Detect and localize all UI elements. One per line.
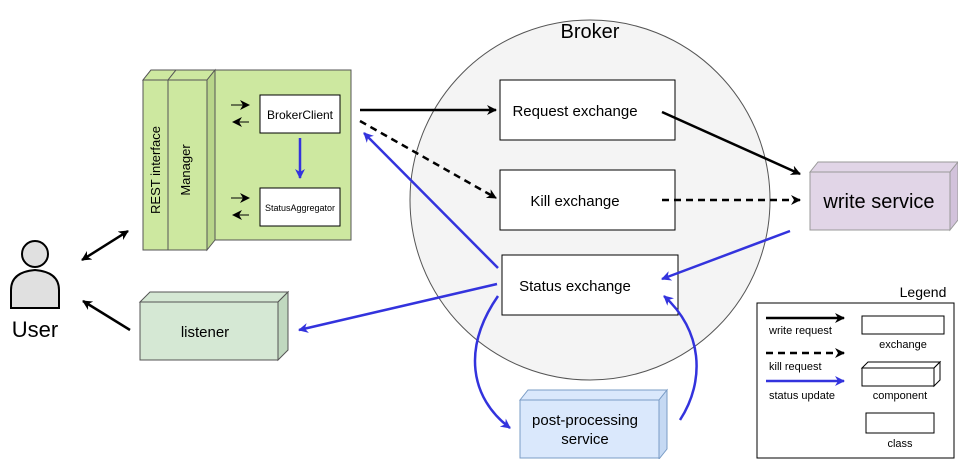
legend-class-swatch [865,412,935,434]
rest-interface-label: REST interface [148,126,163,214]
request-exchange: Request exchange [499,79,676,141]
user-actor: User [10,240,60,342]
kill-exchange-label: Kill exchange [530,193,619,210]
write-service-label: write service [822,191,934,213]
status-aggregator-class [259,187,341,227]
post-processing-label-line2: service [561,431,609,448]
user-icon [21,240,49,268]
status-to-post-processing-arrow [473,295,511,429]
manager-label: Manager [178,144,193,196]
status-to-broker-client-arrow [363,132,499,269]
user-rest-arrow [81,229,129,262]
broker-title: Broker [561,21,620,43]
legend-exchange-swatch [861,315,945,335]
listener-component: listener [138,290,290,362]
legend-class-label: class [887,438,913,450]
write-service-component: write service [808,161,958,232]
kill-request-arrow [359,119,497,200]
legend-title: Legend [900,284,947,300]
post-processing-to-status-arrow [663,295,698,421]
legend-kill-request-label: kill request [769,361,822,373]
post-processing-label-line1: post-processing [532,412,638,429]
legend-exchange-label: exchange [879,339,927,351]
status-exchange-label: Status exchange [519,278,631,295]
request-to-write-service-arrow [661,110,801,176]
status-aggregator-label: StatusAggregator [265,203,335,213]
legend: Legend write request kill request status… [756,284,955,459]
status-exchange: Status exchange [501,254,679,316]
broker-client-label: BrokerClient [267,108,334,122]
kill-exchange: Kill exchange [499,169,676,231]
user-label: User [12,317,58,342]
legend-status-update-label: status update [769,390,835,402]
listener-label: listener [181,324,229,341]
legend-component-swatch [860,361,942,369]
listener-user-arrow [82,299,131,332]
request-exchange-label: Request exchange [512,103,637,120]
post-processing-component: post-processing service [518,388,669,459]
status-to-listener-arrow [298,282,498,333]
legend-component-label: component [873,390,927,402]
frontend-component: REST interface Manager BrokerClient Stat… [141,68,352,252]
write-service-status-arrow [661,229,791,281]
legend-write-request-label: write request [768,325,832,337]
broker-client-class [259,94,341,134]
